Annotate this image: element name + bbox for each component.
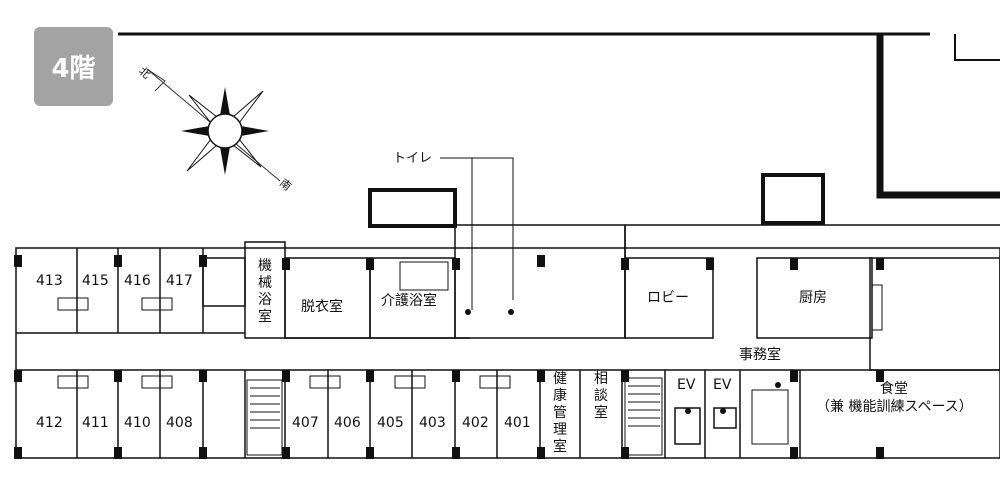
rooms-bottom: 412 411 410 408 407 406 405 403 402 401 xyxy=(36,415,531,431)
room-number: 407 xyxy=(292,415,319,431)
room-number: 411 xyxy=(82,415,109,431)
room-number: 410 xyxy=(124,415,151,431)
compass-rose xyxy=(146,68,281,182)
rooms-top: 413 415 416 417 xyxy=(36,273,193,289)
ev-label: EV xyxy=(677,377,696,393)
floor-badge: 4階 xyxy=(34,27,113,106)
room-number: 415 xyxy=(82,273,109,289)
room-number: 408 xyxy=(166,415,193,431)
walls xyxy=(15,157,1000,459)
lobby-label: ロビー xyxy=(647,290,689,306)
compass-south: 南 xyxy=(277,176,294,193)
toilet-callout-label: トイレ xyxy=(393,151,432,166)
building-outline xyxy=(118,32,1000,199)
office-label: 事務室 xyxy=(739,346,781,363)
kitchen-label: 厨房 xyxy=(799,290,827,306)
room-number: 412 xyxy=(36,415,63,431)
room-number: 403 xyxy=(419,415,446,431)
room-number: 401 xyxy=(504,415,531,431)
ev-label: EV xyxy=(713,377,732,393)
columns xyxy=(14,255,884,459)
facility-labels: 機械浴室 脱衣室 介護浴室 ロビー 厨房 健康管理室 相談室 EV EV 事務室… xyxy=(258,258,973,455)
room-number: 416 xyxy=(124,273,151,289)
care-bath-label: 介護浴室 xyxy=(381,292,437,309)
consult-room-label: 相談室 xyxy=(594,371,608,421)
dressing-room-label: 脱衣室 xyxy=(301,298,343,315)
machine-bath-label: 機械浴室 xyxy=(258,258,272,325)
compass-north: 北 xyxy=(136,64,153,81)
room-number: 405 xyxy=(377,415,404,431)
room-number: 402 xyxy=(462,415,489,431)
dining-label: 食堂 xyxy=(880,380,908,397)
health-room-label: 健康管理室 xyxy=(553,371,567,455)
room-number: 413 xyxy=(36,273,63,289)
room-number: 406 xyxy=(334,415,361,431)
dining-sub-label: （兼 機能訓練スペース） xyxy=(816,399,973,415)
room-number: 417 xyxy=(166,273,193,289)
